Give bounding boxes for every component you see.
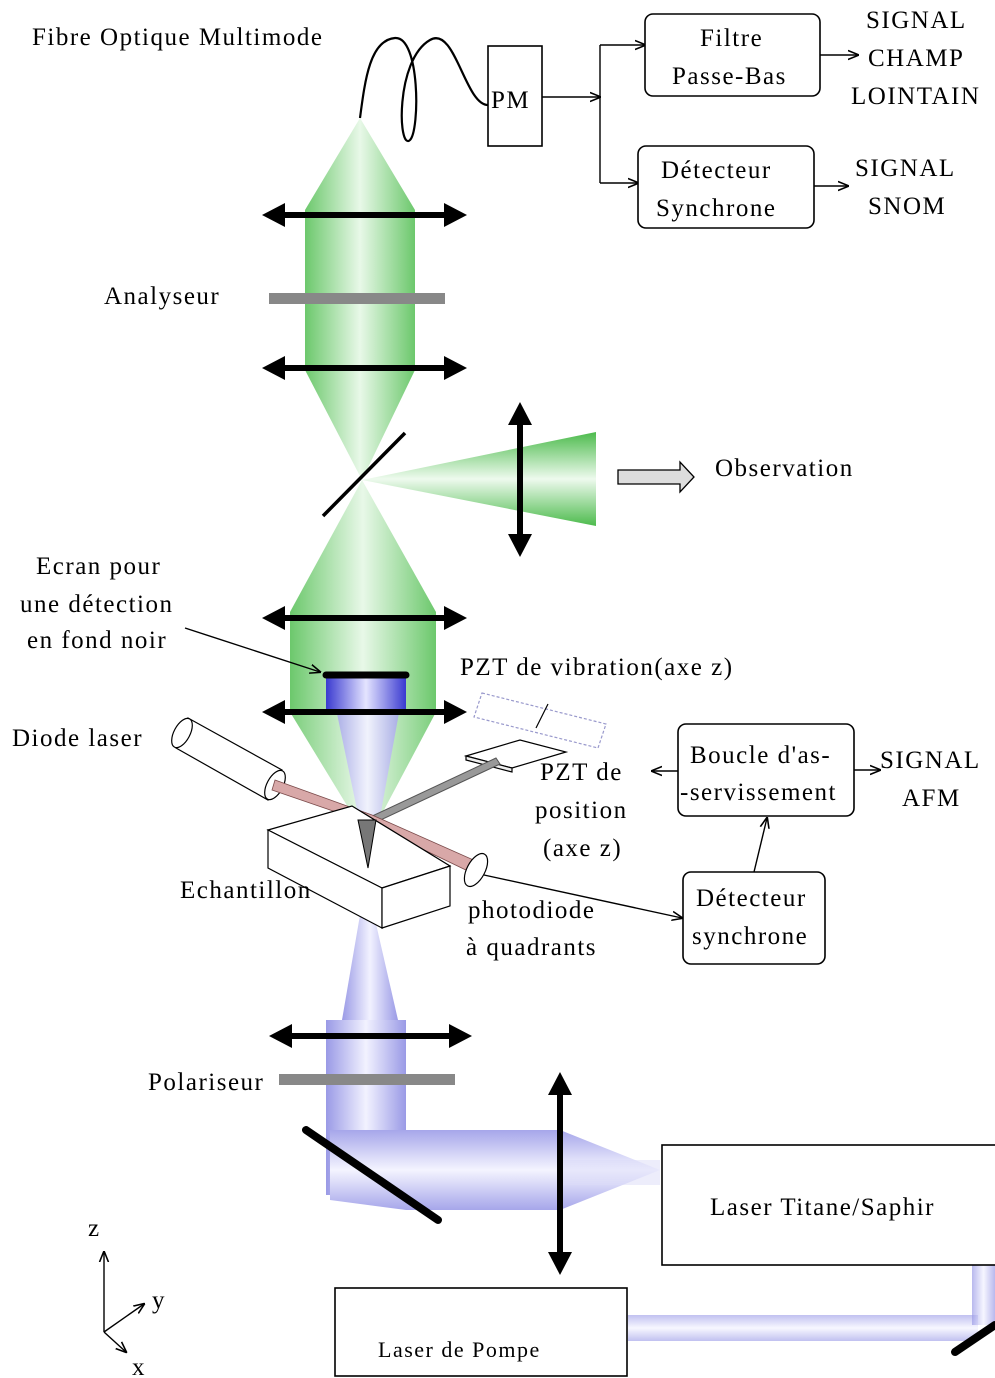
pzt-position-1: PZT de <box>540 759 623 786</box>
signal-champ-3: LOINTAIN <box>851 83 980 110</box>
lens-1-icon <box>262 203 467 227</box>
boucle-label-2: -servissement <box>680 779 837 806</box>
fibre-label: Fibre Optique Multimode <box>32 24 323 51</box>
photodiode-label-1: photodiode <box>468 897 596 924</box>
pm-label: PM <box>491 87 530 114</box>
lens-pump-icon <box>548 1072 572 1275</box>
axis-y-label: y <box>152 1287 166 1314</box>
signal-afm-2: AFM <box>902 785 961 812</box>
filtre-label-1: Filtre <box>700 25 763 52</box>
polariseur-label: Polariseur <box>148 1069 264 1096</box>
lens-observation-icon <box>508 402 532 557</box>
laser-pompe-label: Laser de Pompe <box>378 1337 541 1362</box>
detsync-top-1: Détecteur <box>661 157 772 184</box>
detsync-bot-1: Détecteur <box>696 885 807 912</box>
signal-champ-2: CHAMP <box>868 45 964 72</box>
laser-titane-box <box>661 1144 995 1266</box>
echantillon-label: Echantillon <box>180 877 312 904</box>
pzt-vibration-element <box>473 692 607 749</box>
afm-tip <box>357 819 377 869</box>
blue-beam <box>326 672 995 1341</box>
ecran-pointer <box>184 627 320 672</box>
ecran-label-2: une détection <box>20 591 173 618</box>
observation-arrow-icon <box>617 460 695 494</box>
ecran-label-1: Ecran pour <box>36 553 161 580</box>
pzt-position-2: position <box>535 797 628 824</box>
signal-afm-1: SIGNAL <box>880 747 981 774</box>
lens-2-icon <box>262 356 467 380</box>
signal-snom-1: SIGNAL <box>855 155 956 182</box>
echantillon-sample <box>266 805 452 929</box>
axes-icon <box>104 1252 144 1352</box>
laser-titane-label: Laser Titane/Saphir <box>710 1194 935 1221</box>
detsync-bot-2: synchrone <box>692 923 808 950</box>
optical-fibre <box>358 36 489 143</box>
pzt-vibration-label: PZT de vibration(axe z) <box>460 654 734 681</box>
pzt-position-element <box>367 739 569 825</box>
signal-champ-1: SIGNAL <box>866 7 967 34</box>
pzt-position-3: (axe z) <box>543 835 622 862</box>
boucle-label-1: Boucle d'as- <box>690 742 831 769</box>
pm-box <box>487 45 543 147</box>
axis-x-label: x <box>132 1354 146 1378</box>
observation-label: Observation <box>715 455 854 482</box>
photodiode-icon <box>463 852 489 888</box>
laser-pompe-box <box>334 1287 628 1377</box>
diode-laser-label: Diode laser <box>12 725 143 752</box>
ecran-label-3: en fond noir <box>27 627 167 654</box>
lens-3-icon <box>262 606 467 630</box>
analyseur-plate <box>269 293 445 304</box>
detecteur-synchrone-top-box <box>637 145 815 229</box>
mirror-bottom <box>302 1126 442 1224</box>
mirror-pump <box>951 1321 995 1356</box>
signal-snom-2: SNOM <box>868 193 946 220</box>
photodiode-to-detsync <box>483 874 682 918</box>
lens-5-icon <box>269 1024 472 1048</box>
photodiode-label-2: à quadrants <box>466 934 597 961</box>
polariseur-plate <box>279 1074 455 1085</box>
lens-4-icon <box>262 700 467 724</box>
filtre-label-2: Passe-Bas <box>672 63 787 90</box>
analyseur-label: Analyseur <box>104 283 220 310</box>
detsync-top-2: Synchrone <box>656 195 776 222</box>
beam-splitter <box>321 431 407 518</box>
axis-z-label: z <box>88 1215 101 1242</box>
detsync-to-boucle-arrow <box>753 818 767 873</box>
diode-laser-icon <box>171 717 286 801</box>
